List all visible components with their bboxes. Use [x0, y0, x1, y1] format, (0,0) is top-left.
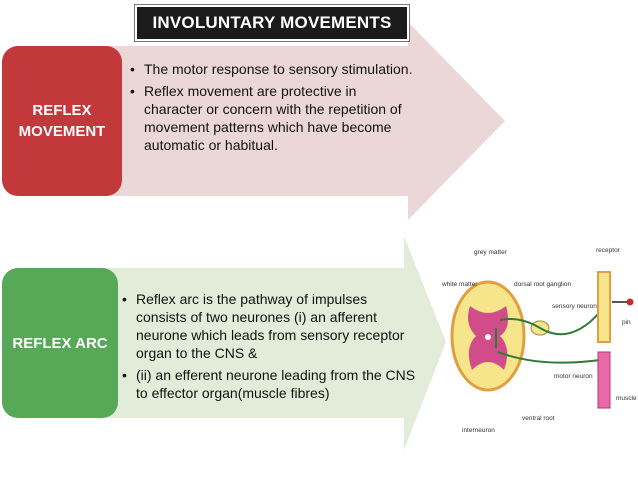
muscle-fibres	[597, 351, 611, 409]
reflex-arc-bullets: Reflex arc is the pathway of impulses co…	[120, 290, 420, 406]
pin-head-icon	[626, 298, 634, 306]
bullet-item: The motor response to sensory stimulatio…	[128, 60, 418, 78]
label-ventral-root: ventral root	[522, 415, 555, 422]
label-interneuron: interneuron	[462, 427, 495, 434]
page-title: INVOLUNTARY MOVEMENTS	[135, 5, 409, 41]
receptor-skin	[597, 271, 611, 343]
reflex-movement-heading-line1: REFLEX	[32, 102, 92, 119]
reflex-arc-heading: REFLEX ARC	[12, 334, 108, 352]
bullet-item: (ii) an efferent neurone leading from th…	[120, 366, 420, 402]
label-pin: pin	[622, 319, 631, 326]
reflex-movement-box: REFLEX MOVEMENT	[2, 46, 122, 196]
reflex-movement-bullets: The motor response to sensory stimulatio…	[128, 60, 418, 158]
label-motor-neuron: motor neuron	[554, 373, 593, 380]
label-sensory-neuron: sensory neuron	[552, 303, 597, 310]
label-muscle: muscle	[616, 395, 637, 402]
label-receptor: receptor	[596, 247, 621, 254]
central-canal	[485, 334, 491, 340]
motor-neuron-path	[497, 351, 601, 364]
bullet-item: Reflex arc is the pathway of impulses co…	[120, 290, 420, 362]
reflex-arc-box: REFLEX ARC	[2, 268, 118, 418]
label-white-matter: white matter	[441, 281, 478, 288]
reflex-arc-diagram: grey matter white matter dorsal root gan…	[441, 247, 637, 434]
label-grey-matter: grey matter	[474, 249, 508, 256]
bullet-item: Reflex movement are protective in charac…	[128, 82, 418, 154]
reflex-movement-heading-line2: MOVEMENT	[18, 123, 106, 140]
label-dorsal-root-ganglion: dorsal root ganglion	[514, 281, 571, 288]
sensory-neuron-path	[499, 311, 601, 336]
